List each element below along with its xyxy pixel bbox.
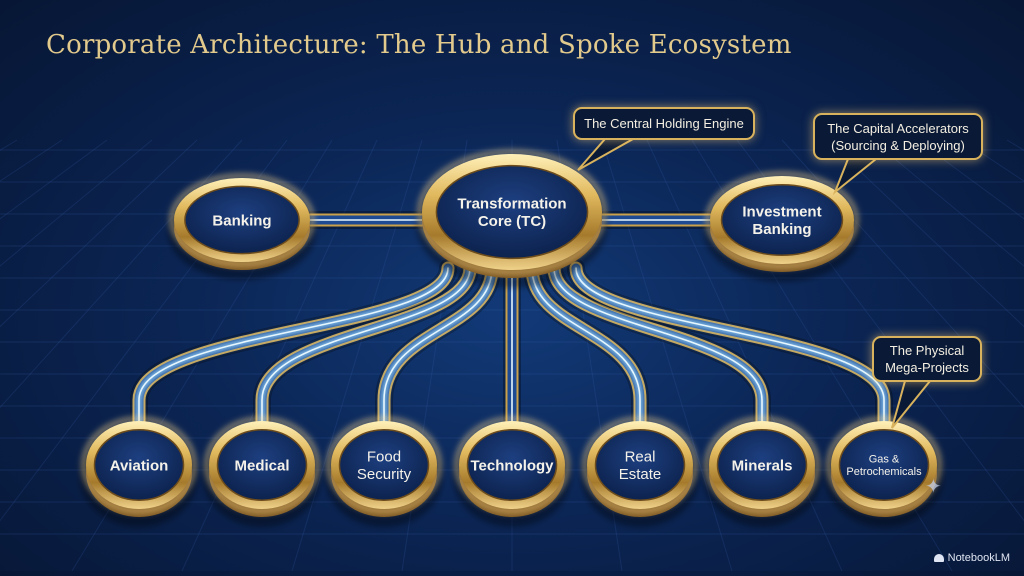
callout-capital-line2: (Sourcing & Deploying) [831,137,965,153]
node-halo [705,171,859,269]
grid-line [0,139,18,151]
node-halo [81,416,197,514]
bottom-node-medical: Medical [203,416,321,527]
hub-node-label: Transformation [457,196,566,213]
bottom-node-real-estate-label: Real [625,449,656,466]
upper-node-banking: Banking [168,173,316,280]
bottom-node-real-estate-label: Estate [619,466,662,483]
sparkle-icon: ✦ [925,476,942,498]
bottom-node-technology: Technology [453,416,571,527]
grid-line [826,139,1024,328]
bottom-node-minerals: Minerals [703,416,821,527]
bottom-node-gas-petrochemicals: Gas &Petrochemicals [825,416,943,527]
callout-physical-mega-projects: The Physical Mega-Projects [872,336,982,382]
callout-pointer [832,158,879,196]
node-halo [326,416,442,514]
pipe-core [575,267,885,436]
callout-central-holding-engine: The Central Holding Engine [573,107,755,140]
callout-pointer [891,380,933,429]
bottom-node-minerals-label: Minerals [732,457,793,474]
pipe-core [261,267,471,436]
node-halo [582,416,698,514]
bottom-node-food-security-label: Security [357,466,412,483]
grid-line [0,139,153,267]
bottom-node-gas-petrochemicals-label: Petrochemicals [846,466,922,478]
node-face [838,429,930,501]
notebooklm-logo-icon [933,554,944,562]
node-halo [417,149,607,275]
callout-physical-line2: Mega-Projects [885,360,969,375]
bottom-node-technology-label: Technology [470,457,554,474]
node-halo [204,416,320,514]
upper-node-investment-banking-label: Banking [752,221,811,238]
node-face [435,164,589,260]
callout-pointers [577,138,933,429]
node-face [338,429,430,501]
badge-label: NotebookLM [947,552,1010,564]
node-face [594,429,686,501]
node-halo [826,416,942,514]
callout-capital-line1: The Capital Accelerators [827,120,969,136]
grid-line [1006,139,1024,151]
bottom-node-aviation-label: Aviation [110,457,169,474]
notebooklm-badge: NotebookLM [933,552,1010,564]
pipe-core [531,267,641,436]
callout-pointer [577,138,637,171]
callout-central-text: The Central Holding Engine [584,116,744,131]
callout-capital-accelerators: The Capital Accelerators (Sourcing & Dep… [813,113,983,160]
node-face [466,429,558,501]
node-face [720,184,844,256]
upper-node-investment-banking-label: Investment [742,204,821,221]
bottom-node-aviation: Aviation [80,416,198,527]
grid-line [871,139,1024,267]
pipe-core [383,267,493,436]
hub-node-label: Core (TC) [478,213,546,230]
page-title: Corporate Architecture: The Hub and Spok… [46,30,792,60]
bottom-node-food-security-label: Food [367,449,401,466]
node-face [93,429,185,501]
node-face [716,429,808,501]
node-face [216,429,308,501]
callout-physical-line1: The Physical [889,343,965,358]
bottom-node-gas-petrochemicals-label: Gas & [869,454,900,466]
pipe-core [553,267,763,436]
grid-line [0,139,108,220]
pipe-core [138,267,449,436]
node-halo [454,416,570,514]
connection-pipes [130,211,893,444]
node-halo [169,173,315,267]
upper-node-banking-label: Banking [212,212,271,229]
bottom-node-medical-label: Medical [234,457,289,474]
grid-line [0,139,63,182]
grid-line [916,139,1024,220]
node-halo [704,416,820,514]
node-face [184,185,300,255]
grid-line [0,139,198,328]
